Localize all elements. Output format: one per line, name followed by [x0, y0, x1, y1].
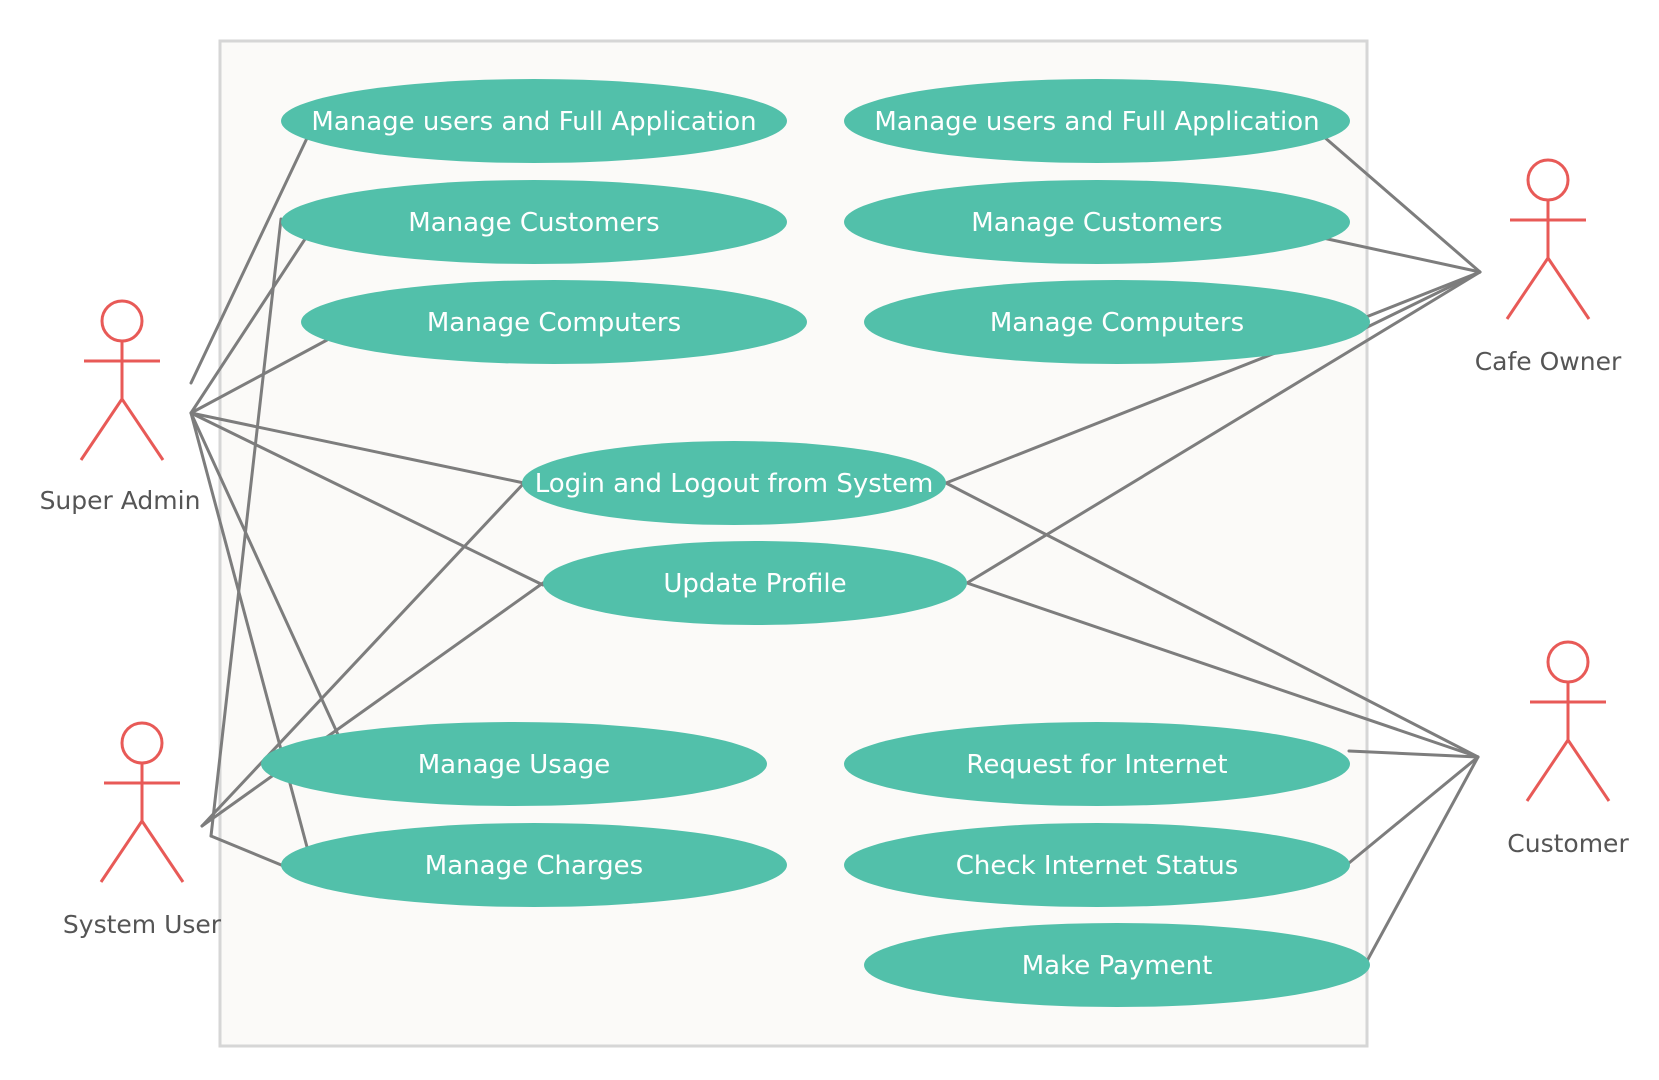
- actor-head: [1546, 640, 1590, 684]
- actor-right-leg: [120, 398, 165, 461]
- association-cafe-owner-uc-update-profile: [965, 270, 1482, 585]
- use-case-ellipse: [844, 722, 1350, 806]
- use-case-label: Manage users and Full Application: [874, 107, 1319, 137]
- use-case-label: Make Payment: [1022, 951, 1213, 981]
- use-case-ellipse: [281, 180, 787, 264]
- use-case-label: Manage Customers: [408, 208, 659, 238]
- association-system-user-uc-update-profile: [200, 581, 545, 828]
- use-case-label: Login and Logout from System: [535, 469, 934, 499]
- actor-left-leg: [1505, 257, 1550, 320]
- association-customer-uc-update-profile: [965, 581, 1480, 759]
- use-case-ellipse: [543, 541, 967, 625]
- use-case-ellipse: [864, 923, 1370, 1007]
- actor-left-leg: [99, 820, 144, 883]
- use-case-label: Manage users and Full Application: [311, 107, 756, 137]
- use-case-uc-check-status[interactable]: Check Internet Status: [844, 823, 1350, 907]
- actor-left-leg: [79, 398, 124, 461]
- association-customer-uc-make-payment: [1365, 755, 1480, 963]
- association-super-admin-uc-l-manage-customers: [189, 234, 309, 415]
- use-case-uc-login[interactable]: Login and Logout from System: [522, 441, 946, 525]
- actor-left-leg: [1525, 739, 1570, 802]
- use-case-ellipse: [281, 79, 787, 163]
- actor-head: [120, 721, 164, 765]
- association-super-admin-uc-l-manage-users: [189, 134, 310, 385]
- association-super-admin-uc-login: [189, 411, 526, 485]
- use-case-ellipse: [522, 441, 946, 525]
- actor-label: System User: [63, 910, 222, 939]
- association-super-admin-uc-l-manage-computers: [189, 338, 329, 415]
- actor-label: Super Admin: [40, 486, 201, 515]
- use-case-uc-make-payment[interactable]: Make Payment: [864, 923, 1370, 1007]
- use-case-uc-request-internet[interactable]: Request for Internet: [844, 722, 1350, 806]
- use-case-label: Manage Computers: [990, 308, 1244, 338]
- association-cafe-owner-uc-login: [944, 270, 1482, 485]
- actor-system-user[interactable]: System User: [63, 721, 222, 939]
- actor-head: [100, 299, 144, 343]
- use-case-uc-l-manage-customers[interactable]: Manage Customers: [281, 180, 787, 264]
- use-case-uc-r-manage-users[interactable]: Manage users and Full Application: [844, 79, 1350, 163]
- use-case-ellipse: [844, 79, 1350, 163]
- use-case-ellipse: [261, 722, 767, 806]
- association-cafe-owner-uc-r-manage-customers: [1321, 236, 1482, 274]
- actor-head: [1526, 158, 1570, 202]
- use-case-uc-l-manage-users[interactable]: Manage users and Full Application: [281, 79, 787, 163]
- association-customer-uc-request-internet: [1347, 749, 1480, 759]
- actor-label: Customer: [1507, 829, 1629, 858]
- use-case-label: Manage Charges: [425, 851, 643, 881]
- use-case-label: Manage Customers: [971, 208, 1222, 238]
- use-case-uc-update-profile[interactable]: Update Profile: [543, 541, 967, 625]
- use-case-ellipse: [301, 280, 807, 364]
- actor-customer[interactable]: Customer: [1507, 640, 1629, 858]
- association-cafe-owner-uc-r-manage-users: [1321, 134, 1482, 274]
- use-case-ellipse: [844, 180, 1350, 264]
- use-case-ellipse: [281, 823, 787, 907]
- use-case-uc-r-manage-customers[interactable]: Manage Customers: [844, 180, 1350, 264]
- use-case-uc-l-manage-computers[interactable]: Manage Computers: [301, 280, 807, 364]
- use-case-label: Update Profile: [663, 569, 846, 599]
- use-case-label: Manage Usage: [418, 750, 611, 780]
- actor-right-leg: [1566, 739, 1611, 802]
- use-case-ellipse: [864, 280, 1370, 364]
- actor-label: Cafe Owner: [1475, 347, 1622, 376]
- use-case-label: Request for Internet: [966, 750, 1227, 780]
- use-case-uc-manage-charges[interactable]: Manage Charges: [281, 823, 787, 907]
- association-system-user-uc-l-manage-customers: [209, 217, 283, 838]
- use-cases-layer: Manage users and Full ApplicationManage …: [261, 79, 1370, 1007]
- use-case-uc-manage-usage[interactable]: Manage Usage: [261, 722, 767, 806]
- use-case-label: Manage Computers: [427, 308, 681, 338]
- association-customer-uc-login: [944, 481, 1480, 759]
- use-case-uc-r-manage-computers[interactable]: Manage Computers: [864, 280, 1370, 364]
- actor-cafe-owner[interactable]: Cafe Owner: [1475, 158, 1622, 376]
- association-cafe-owner-uc-r-manage-computers: [1345, 270, 1482, 339]
- use-case-label: Check Internet Status: [956, 851, 1239, 881]
- actor-right-leg: [140, 820, 185, 883]
- association-system-user-uc-login: [200, 481, 526, 828]
- association-customer-uc-check-status: [1347, 755, 1480, 865]
- actor-right-leg: [1546, 257, 1591, 320]
- association-super-admin-uc-update-profile: [189, 411, 545, 587]
- actor-super-admin[interactable]: Super Admin: [40, 299, 201, 515]
- use-case-ellipse: [844, 823, 1350, 907]
- association-super-admin-uc-manage-usage: [189, 411, 342, 741]
